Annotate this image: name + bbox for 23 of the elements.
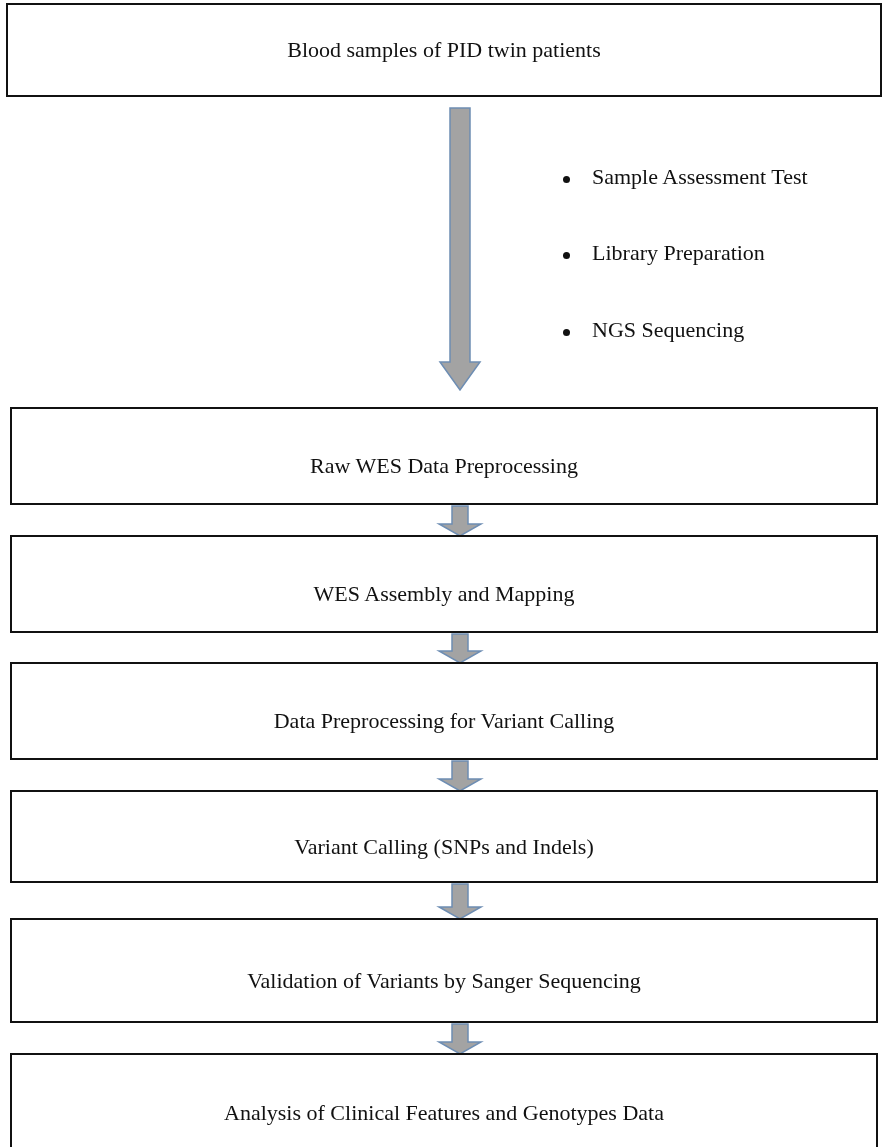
arrow	[436, 760, 484, 792]
box-text: Raw WES Data Preprocessing	[310, 453, 578, 479]
process-box	[10, 535, 878, 633]
arrow	[436, 505, 484, 537]
box-text: Blood samples of PID twin patients	[287, 37, 601, 63]
box-text: Variant Calling (SNPs and Indels)	[294, 833, 594, 860]
box-text: WES Assembly and Mapping	[313, 581, 575, 607]
process-box	[10, 662, 878, 760]
process-box	[10, 407, 878, 505]
process-box	[10, 1053, 878, 1147]
arrow	[436, 633, 484, 664]
step-label: Library Preparation	[592, 240, 765, 266]
process-box	[10, 918, 878, 1023]
arrow	[438, 107, 482, 392]
box-text: Analysis of Clinical Features and Genotypes Data	[224, 1100, 664, 1126]
step-label: Sample Assessment Test	[592, 164, 808, 190]
box-text: Validation of Variants by Sanger Sequencing	[247, 967, 641, 994]
process-box	[6, 3, 882, 97]
process-box	[10, 790, 878, 883]
box-text: Data Preprocessing for Variant Calling	[273, 708, 615, 734]
arrow	[436, 1023, 484, 1055]
step-label: NGS Sequencing	[592, 317, 745, 343]
arrow	[436, 883, 484, 920]
